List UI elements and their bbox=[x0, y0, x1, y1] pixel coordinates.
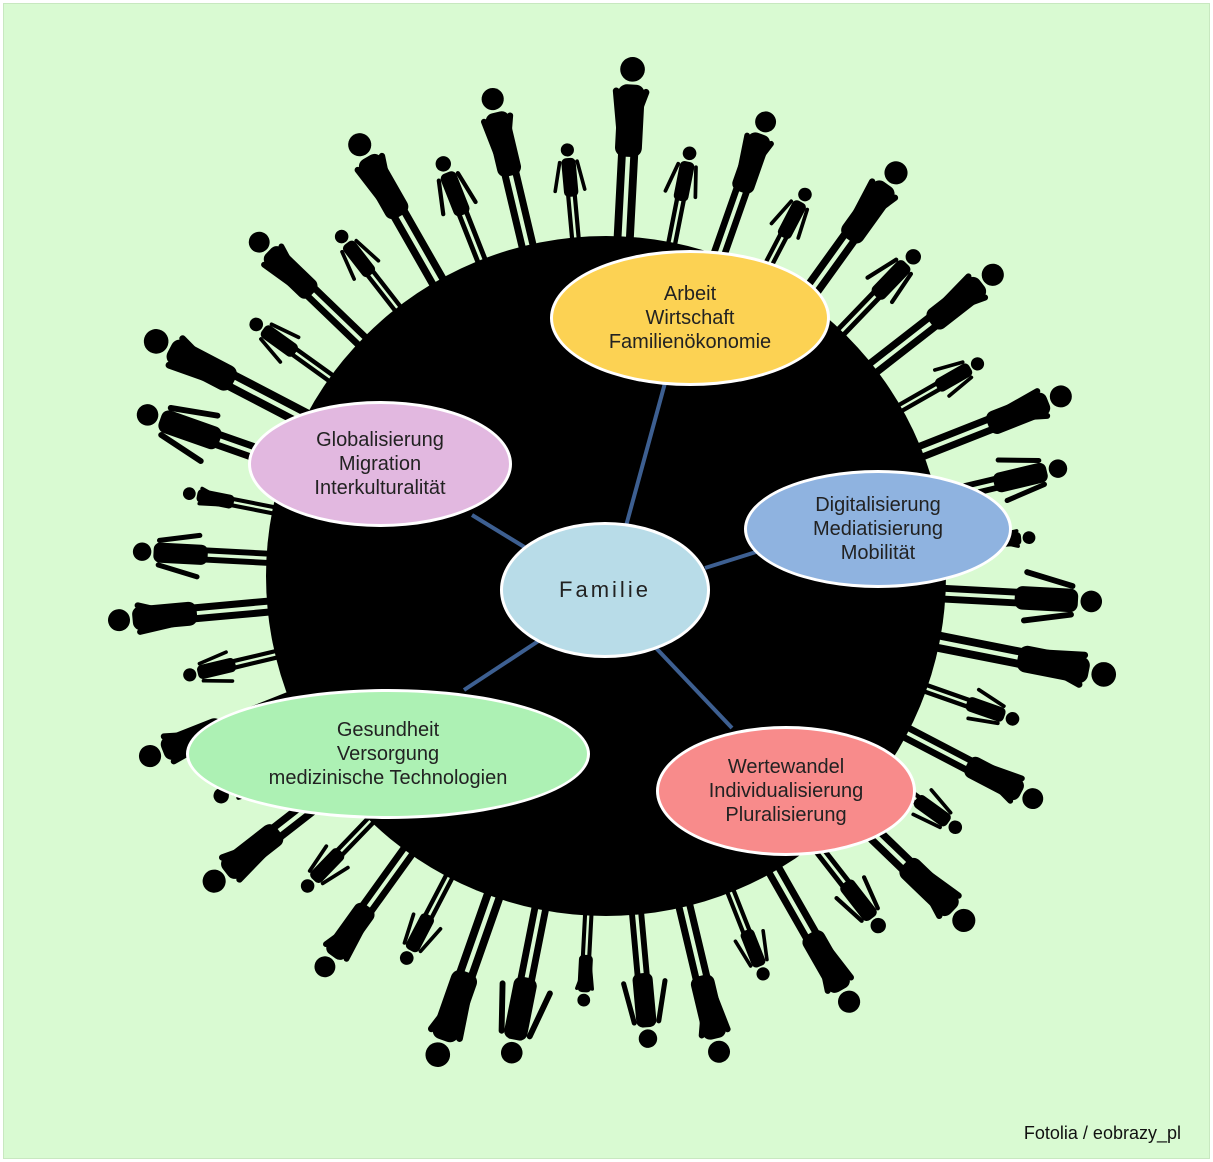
person-silhouette bbox=[898, 723, 1044, 810]
person-silhouette bbox=[498, 901, 553, 1064]
topic-health-ellipse: Gesundheit Versorgung medizinische Techn… bbox=[186, 689, 590, 819]
person-silhouette bbox=[553, 143, 587, 244]
topic-values-ellipse: Wertewandel Individualisierung Pluralisi… bbox=[656, 726, 916, 856]
person-silhouette bbox=[612, 57, 650, 245]
topic-work-line-3: Familienökonomie bbox=[608, 331, 772, 353]
person-silhouette bbox=[132, 532, 274, 580]
person-silhouette bbox=[912, 385, 1072, 462]
person-silhouette bbox=[399, 870, 456, 965]
diagram-canvas: Arbeit Wirtschaft Familienökonomie Globa… bbox=[3, 3, 1210, 1159]
person-silhouette bbox=[575, 909, 594, 1007]
topic-digitalization-line-3: Mobilität bbox=[840, 542, 916, 564]
topic-values-line-3: Pluralisierung bbox=[725, 804, 847, 826]
connector-values bbox=[654, 646, 734, 730]
image-credit: Fotolia / eobrazy_pl bbox=[1023, 1123, 1181, 1143]
center-node-ellipse: Familie bbox=[500, 522, 710, 658]
person-silhouette bbox=[724, 885, 770, 981]
topic-digitalization-line-2: Mediatisierung bbox=[812, 518, 944, 540]
connector-lines bbox=[462, 371, 757, 730]
topic-health-line-3: medizinische Technologien bbox=[268, 767, 508, 789]
person-silhouette bbox=[764, 861, 861, 1013]
topic-values-line-1: Wertewandel bbox=[727, 756, 845, 778]
topic-work-ellipse: Arbeit Wirtschaft Familienökonomie bbox=[550, 250, 830, 386]
person-silhouette bbox=[183, 648, 282, 683]
center-label: Familie bbox=[559, 577, 651, 602]
connector-health bbox=[462, 638, 542, 692]
person-silhouette bbox=[425, 886, 505, 1067]
person-silhouette bbox=[249, 317, 338, 385]
person-silhouette bbox=[674, 898, 731, 1063]
person-silhouette bbox=[334, 229, 405, 316]
topic-globalization-ellipse: Globalisierung Migration Interkulturalit… bbox=[248, 401, 512, 527]
person-silhouette bbox=[833, 249, 921, 340]
connector-work bbox=[624, 371, 670, 527]
person-silhouette bbox=[435, 156, 489, 268]
person-silhouette bbox=[300, 813, 378, 893]
person-silhouette bbox=[248, 231, 372, 351]
connector-digitalization bbox=[704, 550, 757, 570]
person-silhouette bbox=[919, 681, 1020, 726]
topic-digitalization-ellipse: Digitalisierung Mediatisierung Mobilität bbox=[744, 470, 1012, 588]
person-silhouette bbox=[663, 146, 698, 250]
person-silhouette bbox=[621, 907, 668, 1048]
topic-globalization-line-3: Interkulturalität bbox=[314, 477, 446, 499]
topic-globalization-line-1: Globalisierung bbox=[316, 429, 444, 451]
topic-digitalization-line-1: Digitalisierung bbox=[815, 494, 941, 516]
person-silhouette bbox=[864, 263, 1004, 378]
person-silhouette bbox=[709, 111, 777, 265]
topic-work-line-2: Wirtschaft bbox=[645, 307, 735, 329]
person-silhouette bbox=[930, 631, 1117, 688]
person-silhouette bbox=[937, 569, 1103, 624]
topic-values-line-2: Individualisierung bbox=[708, 780, 864, 802]
person-silhouette bbox=[481, 87, 538, 254]
topic-work-line-1: Arbeit bbox=[663, 283, 717, 305]
person-silhouette bbox=[182, 486, 280, 517]
topic-globalization-line-2: Migration bbox=[338, 453, 422, 475]
connector-globalization bbox=[470, 513, 528, 550]
person-silhouette bbox=[314, 842, 418, 978]
person-silhouette bbox=[893, 357, 985, 415]
topic-health-line-2: Versorgung bbox=[336, 743, 440, 765]
person-silhouette bbox=[348, 133, 449, 291]
topic-health-line-1: Gesundheit bbox=[336, 719, 440, 741]
person-silhouette bbox=[107, 597, 276, 635]
